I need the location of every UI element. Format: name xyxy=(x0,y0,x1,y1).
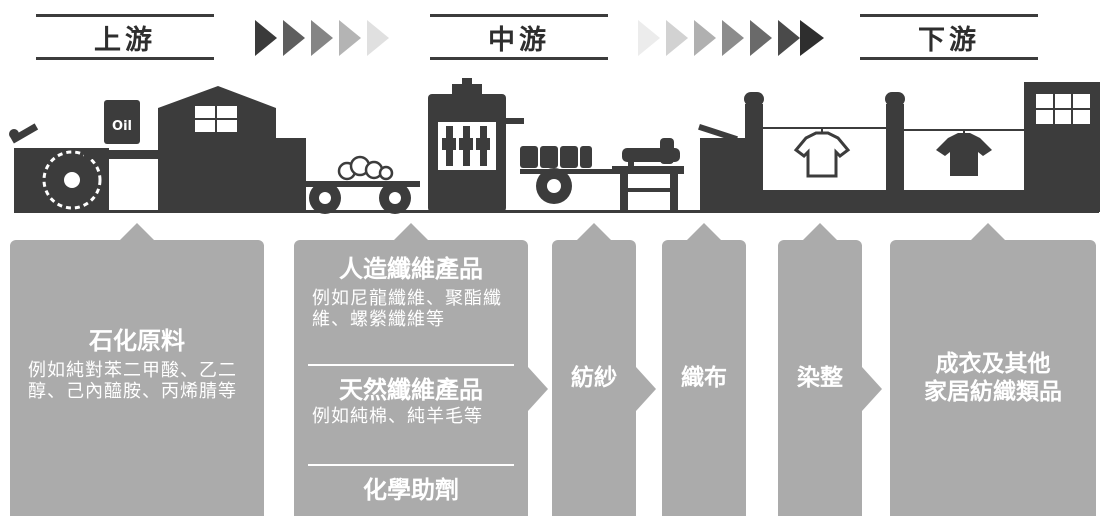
cotton-icon xyxy=(337,155,394,181)
stage-midstream-label: 中游 xyxy=(430,14,608,60)
chevron-6 xyxy=(778,20,800,56)
gear-icon xyxy=(42,150,102,210)
chevron-2 xyxy=(283,20,305,56)
chevron-4 xyxy=(339,20,361,56)
spinning-label: 紡紗 xyxy=(571,365,617,391)
retail-building-icon xyxy=(904,82,1100,212)
natural-fiber-title: 天然纖維產品 xyxy=(339,376,483,404)
card-pointer xyxy=(802,223,838,241)
oil-label: Oil xyxy=(112,119,132,134)
petrochemical-desc: 例如純對苯二甲酸、乙二醇、己內醯胺、丙烯腈等 xyxy=(28,360,237,402)
card-divider xyxy=(308,364,514,366)
chemical-auxiliaries-title: 化學助劑 xyxy=(363,476,459,504)
flow-arrow-right xyxy=(862,367,882,411)
stage-downstream-label: 下游 xyxy=(860,14,1038,60)
card-dyeing: 染整 xyxy=(778,223,882,516)
chevron-1 xyxy=(638,20,660,56)
base-line xyxy=(14,210,1099,213)
petrochemical-title: 石化原料 xyxy=(89,327,185,355)
garments-line-2: 家居紡織類品 xyxy=(924,379,1062,405)
garments-line-1: 成衣及其他 xyxy=(935,351,1051,377)
chevron-1 xyxy=(255,20,277,56)
conveyor-belt xyxy=(84,150,188,159)
chevron-5 xyxy=(367,20,389,56)
spinning-machine-icon xyxy=(428,78,524,212)
chevron-5 xyxy=(750,20,772,56)
card-garments: 成衣及其他 家居紡織類品 xyxy=(890,223,1096,516)
flow-arrows-midstream xyxy=(638,20,824,56)
card-pointer xyxy=(576,223,612,241)
flow-arrow-right xyxy=(636,367,656,411)
yarn-spools-icon xyxy=(520,146,650,174)
stage-upstream-label: 上游 xyxy=(36,14,214,60)
chevron-7 xyxy=(800,20,824,56)
chevron-4 xyxy=(722,20,744,56)
card-pointer xyxy=(119,223,155,241)
dye-house-icon xyxy=(698,92,905,212)
card-weaving: 織布 xyxy=(662,223,746,516)
card-fibers: 人造纖維產品 例如尼龍纖維、聚酯纖維、螺縈纖維等 天然纖維產品 例如純棉、純羊毛… xyxy=(294,223,548,516)
card-pointer xyxy=(393,223,429,241)
sewing-machine-icon xyxy=(612,138,684,212)
crane-icon xyxy=(9,123,39,144)
synthetic-fiber-desc: 例如尼龍纖維、聚酯纖維、螺縈纖維等 xyxy=(312,288,502,330)
cart-bar xyxy=(300,181,420,187)
shirt-solid-icon xyxy=(936,133,992,176)
oil-drum-icon xyxy=(104,100,140,144)
cart-wheel-icon xyxy=(379,182,411,214)
factory-icon xyxy=(158,86,306,212)
flow-arrows-upstream xyxy=(255,20,389,56)
cart-wheel-icon xyxy=(536,168,572,204)
synthetic-fiber-title: 人造纖維產品 xyxy=(339,255,483,283)
natural-fiber-desc: 例如純棉、純羊毛等 xyxy=(312,406,483,427)
card-pointer xyxy=(970,223,1006,241)
weaving-label: 織布 xyxy=(681,365,727,391)
textile-process-illustration: Oil xyxy=(9,78,1100,214)
flow-arrow-right xyxy=(528,367,548,411)
card-spinning: 紡紗 xyxy=(552,223,656,516)
card-divider xyxy=(308,464,514,466)
chevron-3 xyxy=(694,20,716,56)
cart-wheel-icon xyxy=(309,182,341,214)
chevron-2 xyxy=(666,20,688,56)
chevron-3 xyxy=(311,20,333,56)
dyeing-label: 染整 xyxy=(797,365,843,391)
card-petrochemical: 石化原料 例如純對苯二甲酸、乙二醇、己內醯胺、丙烯腈等 xyxy=(10,223,264,516)
card-pointer xyxy=(686,223,722,241)
garments-label: 成衣及其他 家居紡織類品 xyxy=(890,240,1096,516)
shirt-outline-icon xyxy=(793,131,851,178)
